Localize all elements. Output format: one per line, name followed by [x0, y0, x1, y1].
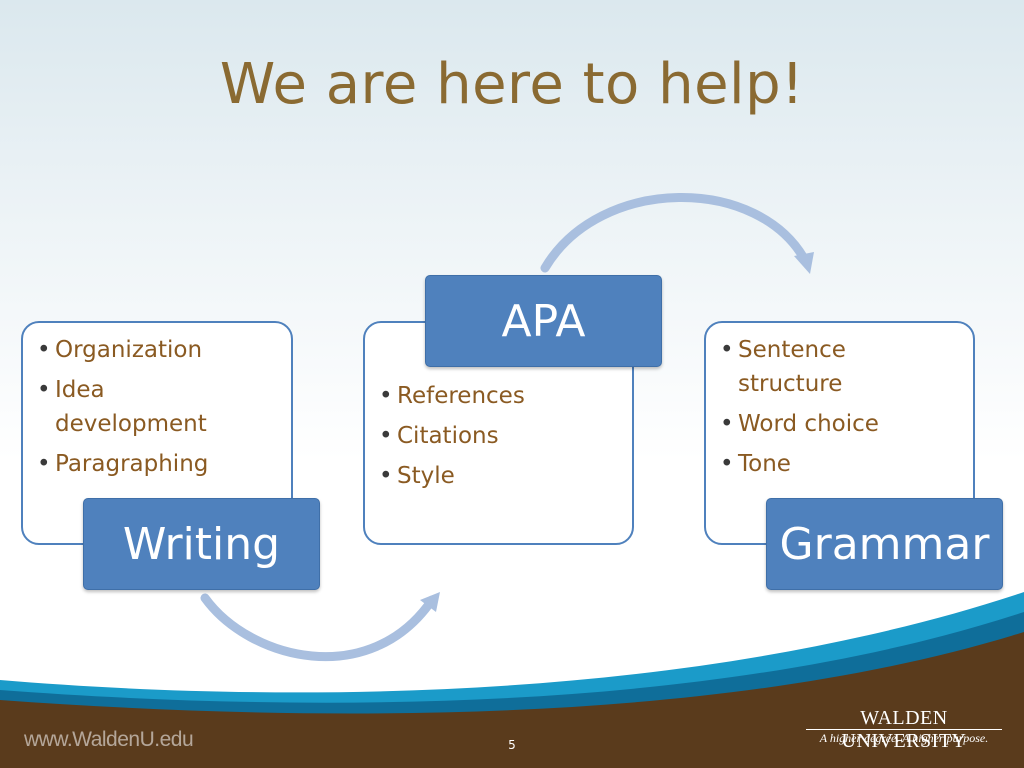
- list-item: Style: [373, 459, 632, 493]
- arrow-writing-to-apa: [200, 593, 437, 662]
- list-item: References: [373, 379, 632, 413]
- slide-title: We are here to help!: [219, 52, 805, 117]
- writing-list: Organization Idea development Paragraphi…: [31, 333, 291, 481]
- arrow-apa-to-grammar: [540, 193, 811, 273]
- list-item: Word choice: [714, 407, 973, 441]
- list-item: Tone: [714, 447, 973, 481]
- apa-label: APA: [425, 275, 662, 367]
- list-item: Paragraphing: [31, 447, 291, 481]
- grammar-list: Sentence structure Word choice Tone: [714, 333, 973, 481]
- writing-label: Writing: [83, 498, 320, 590]
- list-item: Sentence structure: [714, 333, 888, 401]
- university-tagline: A higher degree. A higher purpose.: [819, 731, 989, 745]
- logo-divider: [806, 729, 1002, 730]
- list-item: Citations: [373, 419, 632, 453]
- list-item: Idea development: [31, 373, 245, 441]
- website-url: www.WaldenU.edu: [24, 728, 194, 751]
- page-number: 5: [508, 738, 516, 752]
- apa-list: References Citations Style: [373, 379, 632, 493]
- grammar-label: Grammar: [766, 498, 1003, 590]
- list-item: Organization: [31, 333, 291, 367]
- university-logo-name: WALDEN UNIVERSITY: [841, 707, 967, 752]
